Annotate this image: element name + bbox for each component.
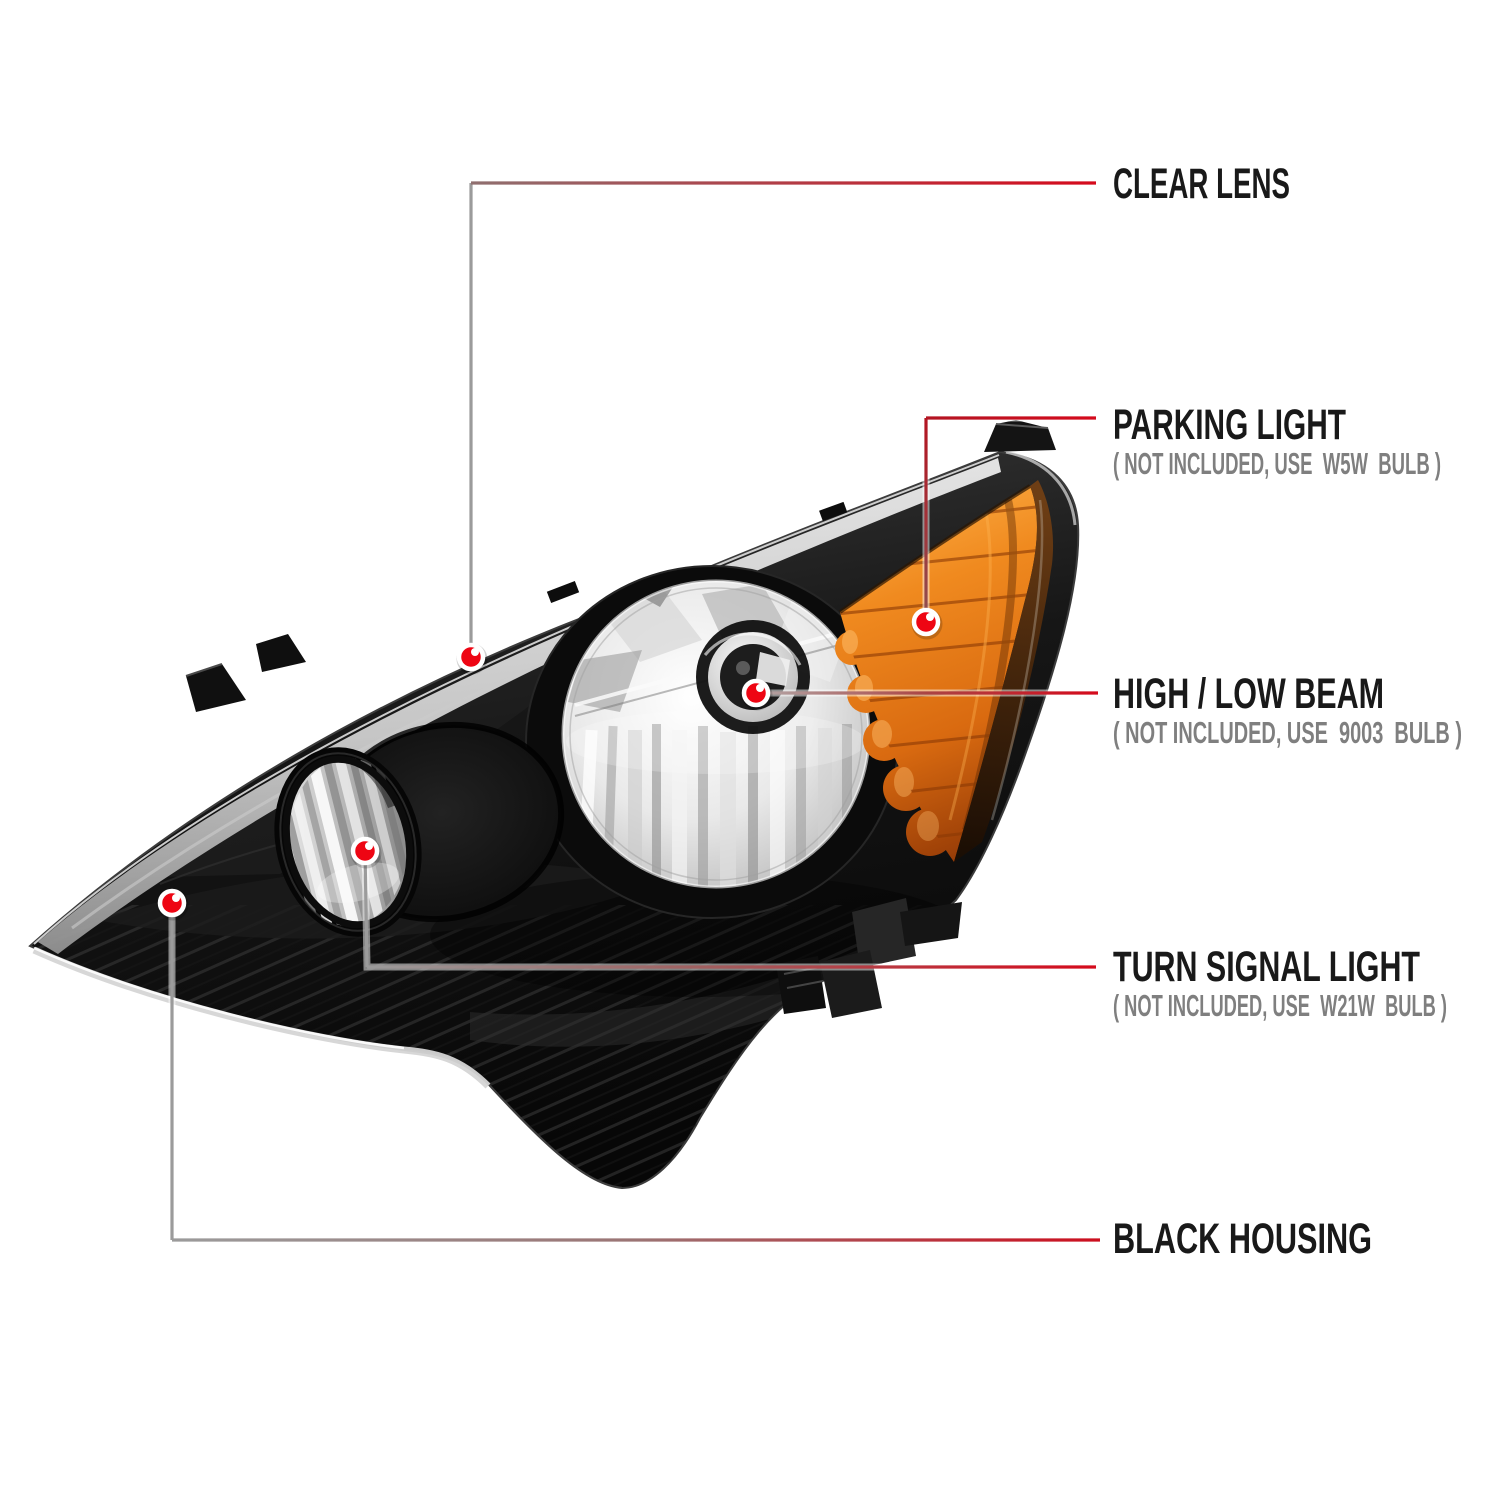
callout-lines	[168, 179, 1100, 1244]
callout-title-parking-light: PARKING LIGHT	[1113, 401, 1346, 449]
mounting-tab-left	[185, 501, 848, 712]
callout-title-turn-signal: TURN SIGNAL LIGHT	[1113, 943, 1420, 991]
high-low-beam-bowl	[525, 565, 899, 919]
callout-dot-turn-signal	[350, 836, 382, 869]
callout-line-clear-lens	[469, 181, 1096, 657]
callout-line-black-housing	[170, 903, 1100, 1242]
high-low-beam-bulb	[696, 620, 810, 734]
callout-line-turn-signal	[363, 850, 1096, 969]
callout-line-parking-light	[924, 416, 1096, 622]
callout-dot-parking-light	[911, 607, 943, 640]
clear-lens-bottom-strip	[32, 946, 491, 1089]
callout-labels: CLEAR LENS PARKING LIGHT ( NOT INCLUDED,…	[1113, 160, 1462, 1263]
clear-lens-top-strip	[38, 458, 1001, 954]
callout-dot-high-low-beam	[741, 678, 773, 711]
callout-subtitle-turn-signal: ( NOT INCLUDED, USE W21W BULB )	[1113, 988, 1447, 1023]
callout-title-black-housing: BLACK HOUSING	[1113, 1215, 1372, 1263]
callout-subtitle-high-low-beam: ( NOT INCLUDED, USE 9003 BULB )	[1113, 715, 1462, 750]
turn-signal-lamp	[274, 721, 565, 937]
callout-subtitle-parking-light: ( NOT INCLUDED, USE W5W BULB )	[1113, 446, 1441, 481]
mounting-tab-top	[984, 420, 1056, 452]
callout-title-clear-lens: CLEAR LENS	[1113, 160, 1290, 208]
callout-dot-black-housing	[157, 888, 189, 921]
headlight-illustration	[28, 420, 1080, 1190]
callout-dot-clear-lens	[456, 642, 488, 675]
callout-title-high-low-beam: HIGH / LOW BEAM	[1113, 670, 1384, 718]
callout-dots	[157, 607, 943, 921]
